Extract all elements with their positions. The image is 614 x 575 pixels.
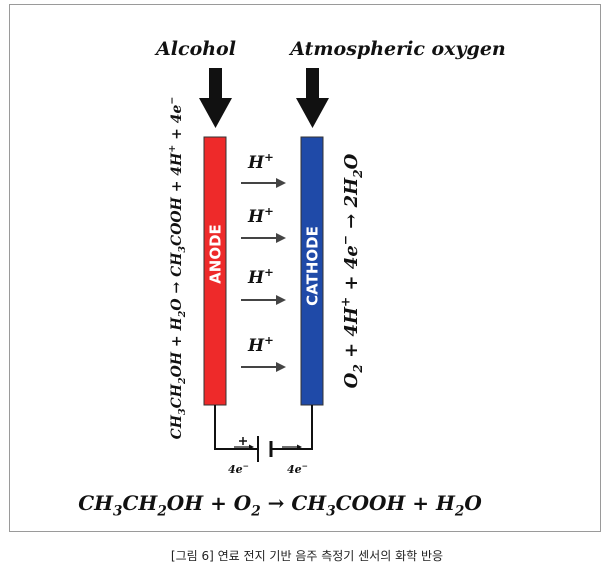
external-circuit	[214, 405, 313, 462]
proton-group-3: H+	[241, 265, 286, 305]
electron-label-right: 4e−	[287, 461, 308, 476]
electron-flow-arrow-right	[282, 444, 302, 450]
alcohol-input-arrow	[199, 68, 232, 128]
anode-reaction-equation: CH3CH2OH + H2O → CH3COOH + 4H+ + 4e−	[167, 97, 188, 440]
proton-group-2: H+	[241, 204, 286, 243]
cathode-label: CATHODE	[304, 226, 322, 306]
fuel-cell-diagram: Alcohol Atmospheric oxygen ANODE CATHODE…	[78, 38, 506, 520]
proton-label: H+	[247, 333, 274, 356]
proton-label: H+	[247, 265, 274, 288]
oxygen-input-arrow	[296, 68, 329, 128]
anode-label: ANODE	[207, 224, 225, 284]
electron-label-left: 4e−	[228, 461, 249, 476]
proton-label: H+	[247, 150, 274, 173]
proton-label: H+	[247, 204, 274, 227]
oxygen-label: Atmospheric oxygen	[288, 38, 506, 60]
proton-group-4: H+	[241, 333, 286, 372]
alcohol-label: Alcohol	[154, 38, 236, 60]
overall-reaction-equation: CH3CH2OH + O2 → CH3COOH + H2O	[78, 491, 482, 520]
proton-group-1: H+	[241, 150, 286, 188]
electron-flow-arrow-left	[234, 444, 254, 450]
figure-caption: [그림 6] 연료 전지 기반 음주 측정기 센서의 화학 반응	[170, 549, 444, 563]
cathode-reaction-equation: O2 + 4H+ + 4e− → 2H2O	[338, 153, 365, 388]
battery-polarity-mark	[239, 437, 247, 445]
